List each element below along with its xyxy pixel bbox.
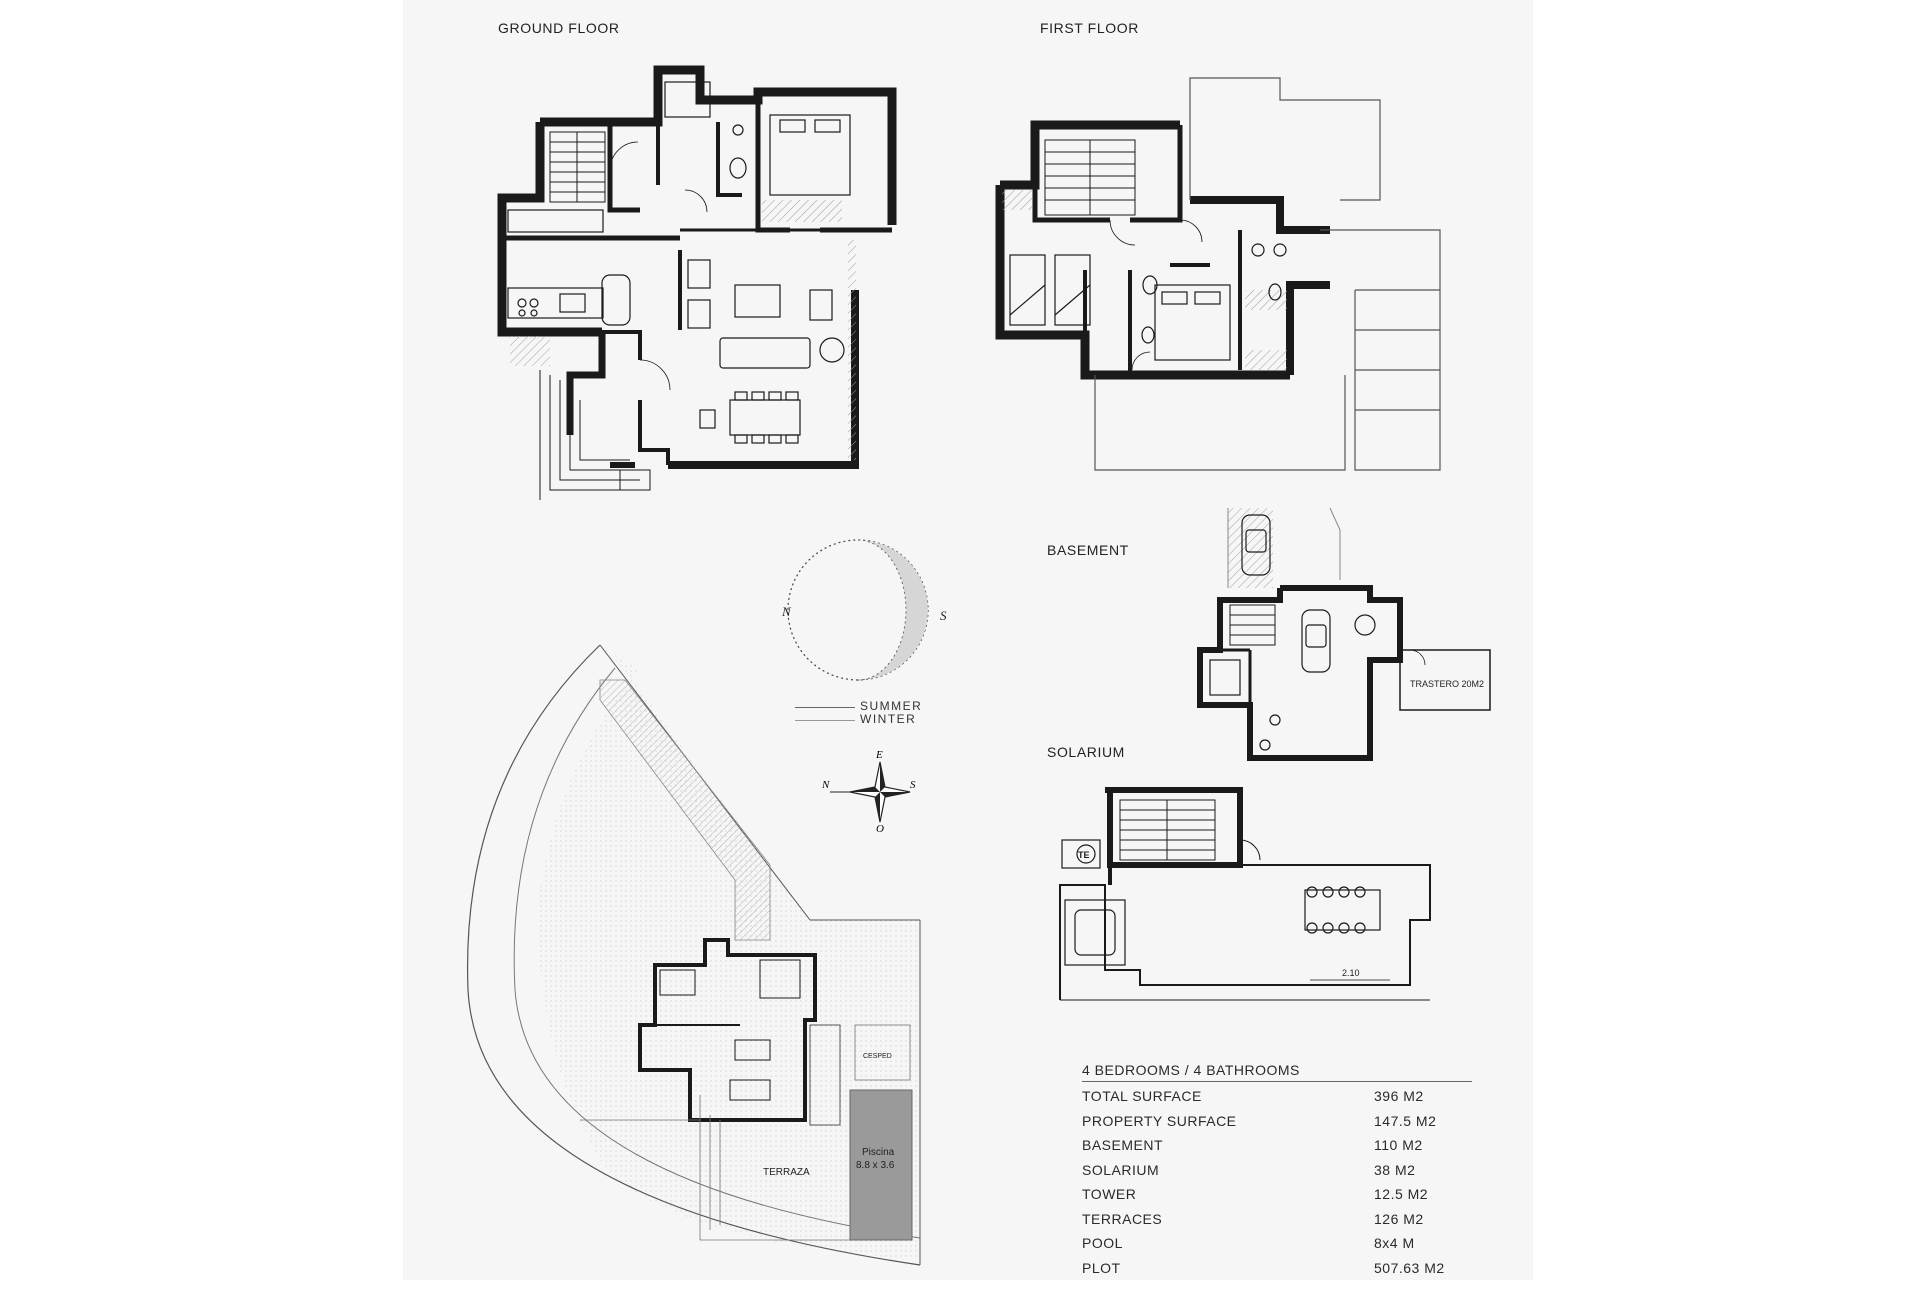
compass-s-label: S [910,779,916,791]
sun-north-label: N [781,604,792,619]
basement-plan: TRASTERO 20M2 [1197,507,1491,761]
spec-label: SOLARIUM [1082,1161,1160,1178]
first-floor-plan [995,77,1441,471]
spec-value: 110 M2 [1374,1137,1423,1153]
spec-value: 396 M2 [1374,1088,1424,1104]
spec-label: POOL [1082,1235,1123,1251]
compass-e-label: E [875,749,883,761]
site-plan: TERRAZA Piscina 8.8 x 3.6 CESPED [466,644,921,1266]
summer-legend-label: SUMMER [860,699,923,713]
spec-row: SOLARIUM 38 M2 [1082,1162,1472,1184]
spec-label: TOWER [1082,1186,1137,1202]
compass-o-label: O [876,823,884,835]
solarium-title: SOLARIUM [1047,744,1125,760]
specs-title: 4 BEDROOMS / 4 BATHROOMS [1082,1062,1472,1082]
trastero-label: TRASTERO 20M2 [1410,679,1484,689]
spec-value: 126 M2 [1374,1210,1424,1227]
first-floor-title: FIRST FLOOR [1040,20,1139,36]
spec-row: BASEMENT 110 M2 [1082,1137,1472,1159]
te-label: TE [1078,850,1090,860]
piscina-label: Piscina [862,1147,895,1158]
spec-label: TOTAL SURFACE [1082,1088,1202,1104]
ground-floor-plan [497,65,897,500]
spec-row: PROPERTY SURFACE 147.5 M2 [1082,1113,1472,1135]
dimension-label: 2.10 [1342,968,1360,978]
spec-label: TERRACES [1082,1210,1163,1227]
ground-floor-title: GROUND FLOOR [498,20,620,36]
spec-row: POOL 8x4 M [1082,1235,1472,1257]
piscina-size-label: 8.8 x 3.6 [856,1160,895,1171]
basement-title: BASEMENT [1047,542,1129,558]
spec-row: TOTAL SURFACE 396 M2 [1082,1088,1472,1110]
spec-label: BASEMENT [1082,1137,1164,1153]
spec-label: PROPERTY SURFACE [1082,1112,1237,1129]
compass-rose: N E S O [821,749,916,835]
compass-n-label: N [821,779,830,791]
winter-legend-line [795,720,855,721]
sun-south-label: S [940,608,947,623]
spec-value: 12.5 M2 [1374,1186,1429,1202]
solarium-plan: TE 2.10 [1059,787,1431,1001]
winter-legend-label: WINTER [860,712,917,726]
spec-value: 507.63 M2 [1374,1259,1445,1276]
summer-legend-line [795,707,855,708]
spec-row: TOWER 12.5 M2 [1082,1186,1472,1208]
sun-path-diagram: N S [781,539,947,681]
spec-row: PLOT 507.63 M2 [1082,1260,1472,1282]
spec-value: 147.5 M2 [1374,1112,1437,1129]
cesped-label: CESPED [863,1053,892,1060]
spec-value: 8x4 M [1374,1235,1415,1251]
terraza-label: TERRAZA [763,1167,810,1178]
spec-row: TERRACES 126 M2 [1082,1211,1472,1233]
spec-label: PLOT [1082,1259,1121,1276]
spec-value: 38 M2 [1374,1161,1416,1178]
